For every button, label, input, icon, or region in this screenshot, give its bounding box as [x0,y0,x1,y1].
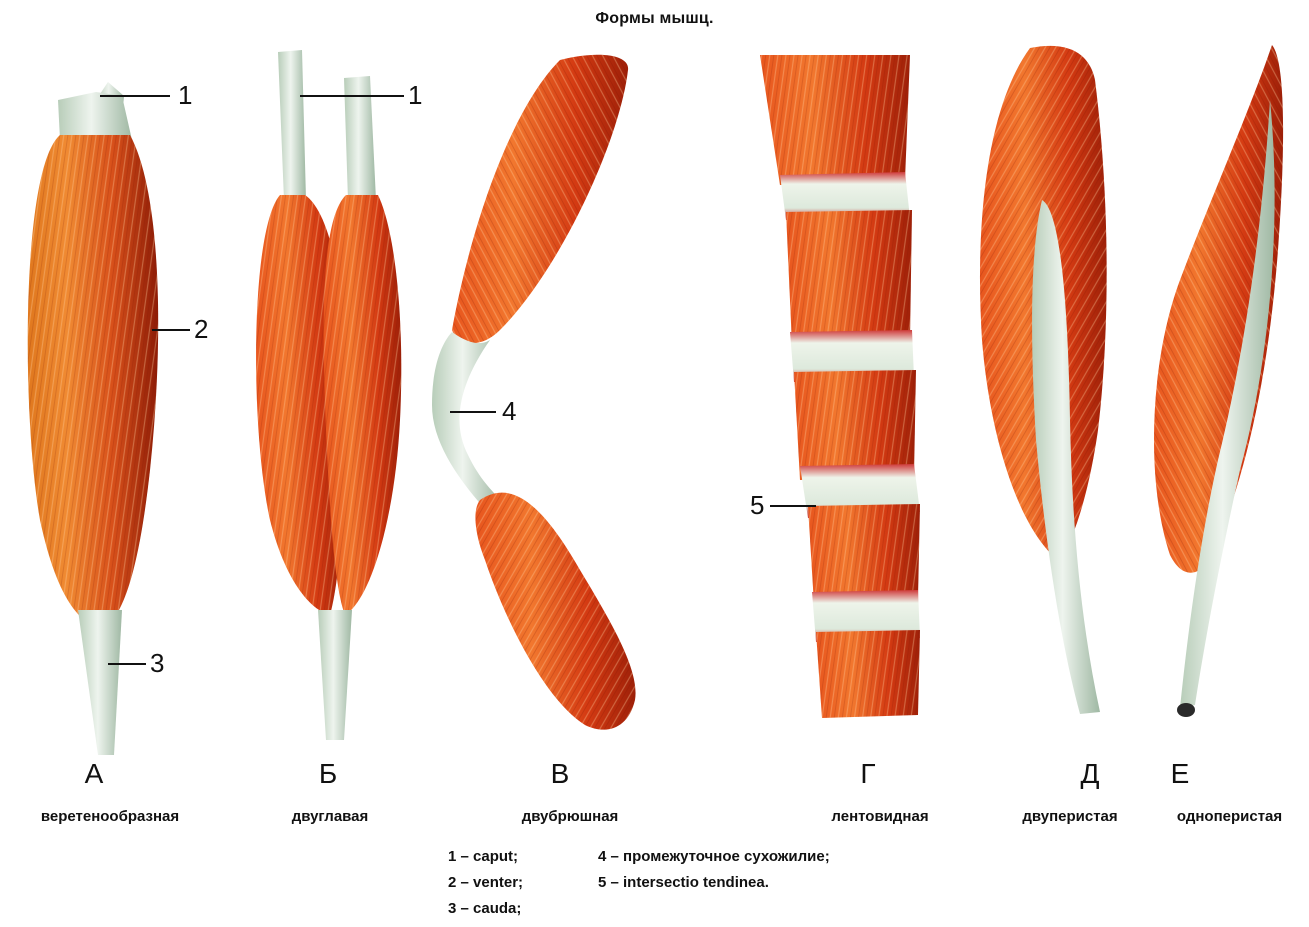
muscle-digastric [432,55,636,730]
letter-d: Д [1060,758,1120,790]
caption-strap: лентовидная [800,808,960,825]
legend-item-2: 2 – venter; [448,874,523,891]
caption-bipennate: двуперистая [995,808,1145,825]
label-2-venter: 2 [194,314,208,345]
legend-item-1: 1 – caput; [448,848,518,865]
legend-item-3: 3 – cauda; [448,900,521,917]
legend-item-4: 4 – промежуточное сухожилие; [598,848,830,865]
muscle-unipennate [1154,45,1283,717]
caption-fusiform: веретенообразная [0,808,220,825]
figure-title: Формы мышц. [0,10,1309,28]
legend-item-5: 5 – intersectio tendinea. [598,874,769,891]
muscle-biceps [256,50,401,740]
muscle-fusiform [28,82,158,755]
muscle-strap [760,55,920,718]
letter-a: А [64,758,124,790]
caption-biceps: двуглавая [250,808,410,825]
muscle-bipennate [980,46,1107,714]
letter-g: Г [838,758,898,790]
letter-e: Е [1150,758,1210,790]
label-4-tendon: 4 [502,396,516,427]
label-3-cauda: 3 [150,648,164,679]
label-1-caput-a: 1 [178,80,192,111]
letter-b: Б [298,758,358,790]
caption-digastric: двубрюшная [490,808,650,825]
label-5-intersectio: 5 [750,490,764,521]
letter-v: В [530,758,590,790]
caption-unipennate: одноперистая [1150,808,1309,825]
label-1-caput-b: 1 [408,80,422,111]
